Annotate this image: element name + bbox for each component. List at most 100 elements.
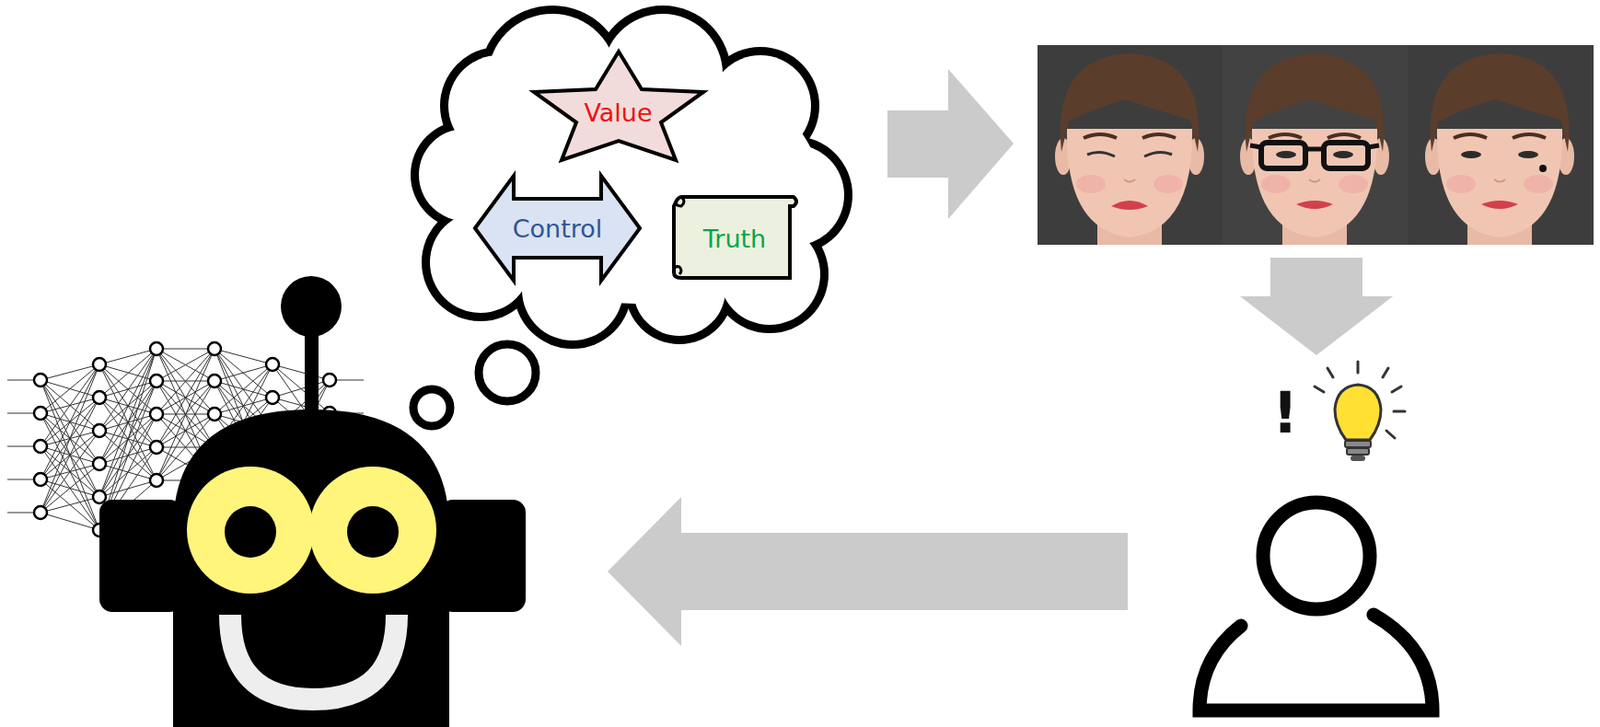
network-link — [40, 397, 100, 513]
network-neuron — [150, 440, 163, 454]
exclamation-mark: ! — [1272, 384, 1299, 442]
network-neuron — [208, 342, 221, 356]
network-neuron — [34, 406, 47, 420]
network-link — [156, 348, 215, 350]
network-neuron — [150, 342, 163, 356]
network-neuron — [34, 473, 47, 487]
thought-shape: Control — [472, 173, 643, 284]
glasses — [1368, 145, 1380, 148]
scroll-shape — [673, 197, 797, 279]
thought-dot — [413, 389, 451, 427]
face-skin — [1252, 128, 1378, 238]
eyebrow — [1083, 134, 1117, 139]
glasses — [1250, 145, 1262, 148]
lightbulb — [1314, 361, 1405, 462]
network-neuron — [150, 407, 163, 421]
network-link — [40, 413, 100, 531]
network-neuron — [92, 490, 106, 504]
network-neuron — [34, 373, 47, 387]
network-link — [214, 364, 273, 415]
network-neuron — [208, 374, 221, 388]
scroll-curl — [673, 266, 682, 275]
network-neuron — [266, 358, 279, 372]
thought-cloud — [410, 5, 853, 349]
nose — [1494, 179, 1506, 183]
hair — [1245, 53, 1385, 152]
network-neuron — [92, 424, 106, 438]
network-link — [40, 364, 100, 513]
face-skin — [1437, 128, 1563, 238]
eye — [1460, 150, 1482, 159]
eye — [1333, 150, 1354, 159]
double-arrow-shape — [475, 175, 640, 281]
network-neuron — [92, 391, 106, 405]
robot — [99, 276, 526, 727]
network-neuron — [150, 374, 163, 388]
robot-ear — [440, 499, 526, 613]
network-neuron — [150, 474, 163, 487]
network-neuron — [266, 391, 279, 405]
network-link — [156, 348, 215, 448]
network-neuron — [208, 407, 221, 421]
eye — [1144, 151, 1172, 157]
cheek — [1261, 174, 1291, 194]
node-label: Control — [512, 214, 603, 244]
hair — [1430, 53, 1570, 152]
network-neuron — [34, 506, 47, 520]
network-link — [99, 348, 157, 431]
person-icon — [1199, 502, 1433, 711]
thought-shape: Value — [530, 48, 707, 163]
face — [1240, 53, 1390, 245]
eyebrow — [1453, 134, 1487, 139]
network-link — [40, 512, 100, 531]
eyebrow — [1142, 134, 1176, 139]
robot-pupil — [224, 506, 277, 558]
nose — [1124, 179, 1136, 183]
network-link — [40, 380, 100, 531]
network-neuron — [92, 358, 106, 372]
mole — [1539, 164, 1547, 173]
eye — [1275, 150, 1297, 159]
thought-shape: Truth — [668, 185, 801, 284]
node-label: Truth — [703, 224, 766, 254]
scroll-curl — [675, 197, 685, 207]
network-link — [156, 348, 215, 382]
glasses — [1305, 147, 1324, 152]
network-link — [99, 348, 157, 498]
star-shape — [533, 51, 704, 161]
network-link — [40, 446, 100, 531]
faces — [1055, 53, 1575, 245]
network-link — [40, 463, 100, 513]
eyebrow — [1512, 134, 1546, 139]
cheek — [1076, 174, 1106, 194]
lips — [1481, 200, 1519, 209]
lips — [1111, 200, 1148, 210]
face — [1425, 53, 1575, 245]
network-link — [40, 497, 100, 513]
robot-eye — [309, 466, 437, 594]
network-link — [272, 380, 330, 398]
cheek — [1446, 174, 1476, 194]
network-link — [99, 348, 157, 464]
cheek — [1153, 174, 1183, 194]
cheek — [1338, 174, 1369, 194]
face-panels — [1037, 45, 1594, 245]
network-neuron — [323, 373, 337, 387]
face-skin — [1066, 128, 1193, 238]
robot-ear — [99, 499, 183, 613]
node-label: Value — [583, 98, 652, 128]
eyebrow — [1268, 134, 1302, 139]
flow-arrow — [607, 497, 1128, 647]
network-link — [156, 348, 215, 415]
thought-dot — [478, 344, 536, 402]
network-link — [156, 348, 215, 448]
eyebrow — [1327, 134, 1361, 139]
glasses — [1323, 142, 1369, 169]
robot-smile — [230, 614, 397, 700]
network-link — [156, 348, 215, 382]
network-neuron — [92, 457, 106, 471]
eye — [1087, 151, 1115, 157]
face — [1055, 53, 1205, 245]
